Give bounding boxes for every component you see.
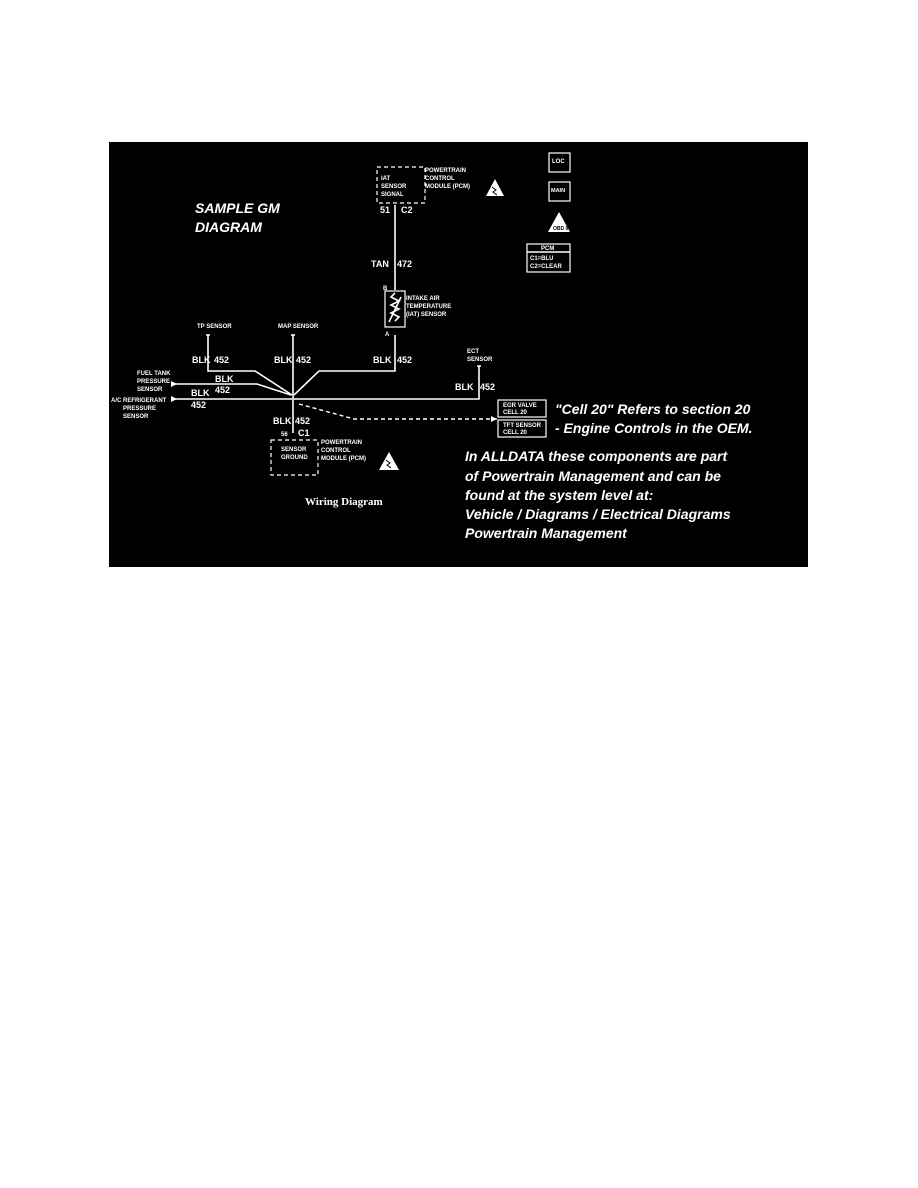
fuel-tank-label-3: SENSOR	[137, 387, 163, 393]
egr-valve-cell: CELL 20	[503, 410, 528, 416]
pcm-top-box-line-1: IAT	[381, 176, 391, 182]
tft-sensor-cell: CELL 20	[503, 430, 528, 436]
pcm-top-box-line-2: SENSOR	[381, 184, 407, 190]
pcm-top-module-line-1: POWERTRAIN	[425, 168, 466, 174]
obd-ii-icon: OBD II	[548, 212, 570, 232]
ect-wire-circuit: 452	[480, 382, 495, 392]
alldata-note-line-2: of Powertrain Management and can be	[465, 468, 721, 484]
iat-sensor-box	[384, 290, 406, 328]
pcm-bottom-module-line-3: MODULE (PCM)	[321, 456, 366, 462]
tp-wire-color: BLK	[192, 355, 211, 365]
iat-sensor-line-3: (IAT) SENSOR	[406, 312, 447, 318]
pcm-bottom-box-line-1: SENSOR	[281, 447, 307, 453]
egr-valve-label: EGR VALVE	[503, 403, 537, 409]
tp-sensor-label: TP SENSOR	[197, 324, 232, 330]
pcm-bottom-connector: C1	[298, 428, 310, 438]
map-sensor-label: MAP SENSOR	[278, 324, 319, 330]
wiring-diagram: SAMPLE GM DIAGRAM IAT SENSOR SIGNAL POWE…	[111, 152, 753, 541]
cell-note-line-1: "Cell 20" Refers to section 20	[555, 401, 751, 417]
main-icon-text: MAIN	[551, 188, 565, 194]
iat-pin-a: A	[385, 332, 390, 338]
pcm-legend-row-2: C2=CLEAR	[530, 264, 563, 270]
pcm-bottom-box	[270, 439, 319, 476]
map-connector-pin	[291, 334, 295, 340]
iat-sensor-line-1: INTAKE AIR	[406, 296, 440, 302]
ac-sensor-label-3: SENSOR	[123, 414, 149, 420]
tp-wire-circuit: 452	[214, 355, 229, 365]
alldata-note-line-3: found at the system level at:	[465, 487, 653, 503]
tan-wire-color: TAN	[371, 259, 389, 269]
fuel-arrow-icon	[171, 381, 177, 387]
pcm-legend-header: PCM	[541, 246, 554, 252]
ground-wire-color: BLK	[273, 416, 292, 426]
iat-wire-circuit: 452	[397, 355, 412, 365]
ground-wire-circuit: 452	[295, 416, 310, 426]
location-icon: LOC	[548, 152, 571, 173]
obd-icon-text: OBD II	[553, 226, 569, 232]
fuel-wire-circuit: 452	[215, 385, 230, 395]
main-icon: MAIN	[548, 181, 571, 202]
tan-wire-circuit: 472	[397, 259, 412, 269]
wire-iat-452	[293, 335, 396, 396]
cell-reference-arrow-icon	[491, 416, 497, 422]
cell-reference-leader	[298, 403, 499, 420]
wiring-diagram-caption: Wiring Diagram	[305, 496, 383, 508]
ect-connector-pin	[477, 365, 481, 372]
pcm-top-module-line-2: CONTROL	[425, 176, 455, 182]
wire-fuel-452	[173, 383, 292, 396]
fuel-tank-label-1: FUEL TANK	[137, 371, 171, 377]
iat-wire-color: BLK	[373, 355, 392, 365]
map-wire-circuit: 452	[296, 355, 311, 365]
pcm-top-connector: C2	[401, 205, 413, 215]
esd-warning-icon	[486, 179, 504, 196]
loc-icon-text: LOC	[552, 159, 565, 165]
tp-connector-pin	[206, 334, 210, 340]
pcm-top-box-line-3: SIGNAL	[381, 192, 404, 198]
wire-ect-452	[294, 372, 480, 400]
iat-sensor-line-2: TEMPERATURE	[406, 304, 451, 310]
ect-wire-color: BLK	[455, 382, 474, 392]
ac-sensor-label-2: PRESSURE	[123, 406, 156, 412]
pcm-bottom-module-line-1: POWERTRAIN	[321, 440, 362, 446]
pcm-top-module-line-3: MODULE (PCM)	[425, 184, 470, 190]
esd-warning-icon	[379, 452, 399, 470]
diagram-panel: SAMPLE GM DIAGRAM IAT SENSOR SIGNAL POWE…	[109, 142, 808, 567]
tft-sensor-cell-box[interactable]	[497, 419, 547, 438]
iat-pin-b: B	[383, 286, 388, 292]
ect-sensor-label-1: ECT	[467, 349, 479, 355]
fuel-wire-color: BLK	[215, 374, 234, 384]
pcm-top-box	[376, 166, 426, 204]
pcm-bottom-module-line-2: CONTROL	[321, 448, 351, 454]
alldata-note-line-4: Vehicle / Diagrams / Electrical Diagrams	[465, 506, 731, 522]
pcm-bottom-pin: 56	[281, 432, 288, 438]
cell-note-line-2: - Engine Controls in the OEM.	[555, 420, 753, 436]
alldata-note-line-5: Powertrain Management	[465, 525, 628, 541]
diagram-title-line-1: SAMPLE GM	[195, 200, 280, 216]
wire-tp-452	[207, 340, 293, 396]
pcm-connector-legend: PCM C1=BLU C2=CLEAR	[526, 243, 571, 273]
map-wire-color: BLK	[274, 355, 293, 365]
ac-wire-circuit: 452	[191, 400, 206, 410]
alldata-note-line-1: In ALLDATA these components are part	[465, 448, 728, 464]
ect-sensor-label-2: SENSOR	[467, 357, 493, 363]
ac-sensor-label-1: A/C REFRIGERANT	[111, 398, 167, 404]
pcm-legend-row-1: C1=BLU	[530, 256, 554, 262]
pcm-top-pin: 51	[380, 205, 390, 215]
pcm-bottom-box-line-2: GROUND	[281, 455, 308, 461]
ac-wire-color: BLK	[191, 388, 210, 398]
tft-sensor-label: TFT SENSOR	[503, 423, 542, 429]
fuel-tank-label-2: PRESSURE	[137, 379, 170, 385]
diagram-title-line-2: DIAGRAM	[195, 219, 262, 235]
egr-valve-cell-box[interactable]	[497, 399, 547, 418]
thermistor-arrow-icon	[388, 296, 402, 323]
ac-arrow-icon	[171, 396, 177, 402]
thermistor-icon	[389, 292, 401, 322]
